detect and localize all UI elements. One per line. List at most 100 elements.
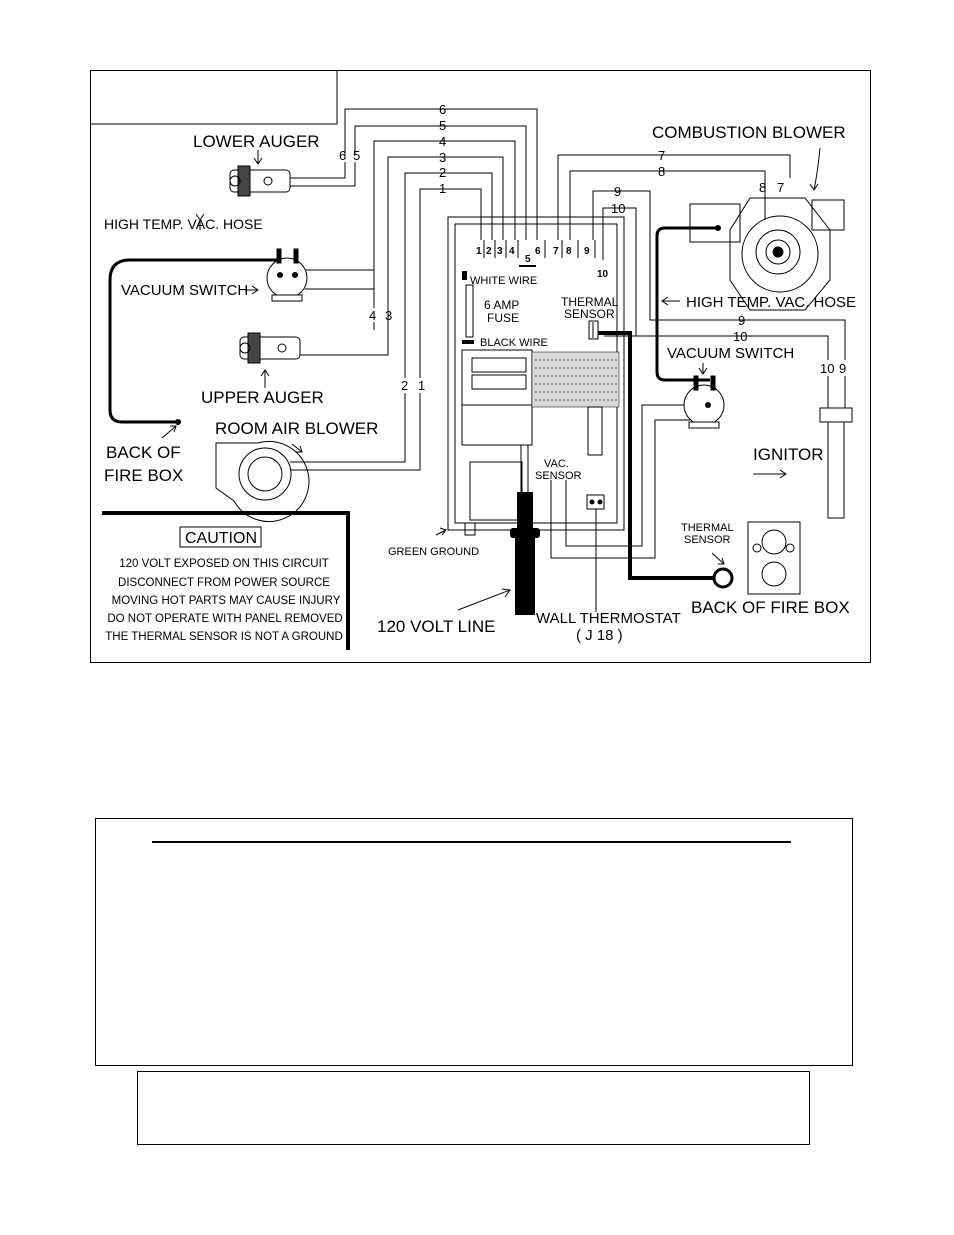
label-upper-auger: UPPER AUGER: [201, 388, 324, 407]
svg-text:9: 9: [584, 246, 590, 257]
label-high-temp-vac-hose-left: HIGH TEMP. VAC. HOSE: [104, 216, 263, 232]
svg-text:7: 7: [553, 246, 559, 257]
ignitor-wire-10: 10: [820, 361, 834, 376]
caution-box: CAUTION 120 VOLT EXPOSED ON THIS CIRCUIT…: [102, 511, 350, 650]
left-vac-hose: [108, 258, 295, 424]
label-combustion-blower: COMBUSTION BLOWER: [652, 123, 846, 142]
right-vac-hose: [655, 226, 718, 382]
caution-line-1: 120 VOLT EXPOSED ON THIS CIRCUIT: [119, 558, 329, 570]
label-thermal-sensor-panel-2: SENSOR: [564, 307, 615, 321]
svg-text:8: 8: [566, 246, 572, 257]
svg-text:1: 1: [476, 246, 482, 257]
label-j18: ( J 18 ): [576, 627, 623, 644]
label-lower-auger: LOWER AUGER: [193, 132, 320, 151]
svg-text:2: 2: [486, 246, 492, 257]
label-vacuum-switch-left: VACUUM SWITCH: [121, 282, 248, 299]
wire-label-5: 5: [439, 118, 446, 133]
control-panel: 1 2 3 4 5 6 7 8 9 10: [447, 216, 625, 615]
wire-10: [602, 207, 829, 360]
upper-auger-motor: [239, 332, 301, 364]
terminal-numbers: 1 2 3 4 5 6 7 8 9 10: [476, 246, 609, 280]
combustion-blower: [689, 197, 845, 311]
label-back-of-fire-box-right: BACK OF FIRE BOX: [691, 598, 850, 617]
blower-wire-7: 7: [777, 180, 784, 195]
caution-line-3: MOVING HOT PARTS MAY CAUSE INJURY: [112, 595, 341, 607]
wire-4: [305, 140, 516, 271]
right-vacuum-switch: [683, 375, 725, 429]
label-high-temp-vac-hose-right: HIGH TEMP. VAC. HOSE: [686, 294, 856, 311]
caution-title: CAUTION: [185, 530, 257, 547]
label-fuse-1: 6 AMP: [484, 298, 519, 312]
wire-8: [569, 170, 766, 240]
wire-3: [300, 156, 504, 356]
label-thermal-sensor-right-2: SENSOR: [684, 534, 731, 546]
svg-text:4: 4: [509, 246, 515, 257]
component-labels: LOWER AUGER COMBUSTION BLOWER HIGH TEMP.…: [104, 123, 856, 644]
bottom-note-box: [137, 1071, 810, 1145]
pointer-arrows: [161, 147, 821, 611]
svg-text:6: 6: [535, 246, 541, 257]
vac-switch-wire-4: 4: [369, 308, 376, 323]
wire-label-7: 7: [658, 148, 665, 163]
wire-label-2: 2: [439, 165, 446, 180]
vac-switch-wire-3: 3: [385, 308, 392, 323]
label-thermal-sensor-panel-1: THERMAL: [561, 295, 619, 309]
label-room-air-blower: ROOM AIR BLOWER: [215, 419, 378, 438]
caution-line-4: DO NOT OPERATE WITH PANEL REMOVED: [107, 613, 342, 625]
label-fuse-2: FUSE: [487, 311, 519, 325]
notes-heading-rule: [152, 841, 791, 843]
label-green-ground: GREEN GROUND: [388, 546, 479, 558]
wire-5: [354, 125, 527, 240]
title-box: [91, 71, 338, 125]
blower-wire-8: 8: [759, 180, 766, 195]
wire-harness: [290, 108, 846, 471]
wire-2: [404, 172, 493, 378]
wire-label-3: 3: [439, 150, 446, 165]
caution-line-2: DISCONNECT FROM POWER SOURCE: [118, 577, 330, 589]
back-of-fire-box-plate: [747, 521, 801, 595]
label-white-wire: WHITE WIRE: [470, 275, 537, 287]
wire-1: [419, 188, 482, 378]
wire-9: [592, 190, 846, 360]
lower-auger-wire-6: 6: [339, 148, 346, 163]
wire-number-labels: 6 5 4 3 2 1 6 5 4 3 2 1 7 8 9 10 8 7 9 1…: [339, 102, 846, 393]
blower-wire-1: 1: [418, 378, 425, 393]
label-black-wire: BLACK WIRE: [480, 337, 548, 349]
ignitor-wire-9-top: 9: [738, 313, 745, 328]
label-vacuum-switch-right: VACUUM SWITCH: [667, 345, 794, 362]
wire-label-6: 6: [439, 102, 446, 117]
lower-auger-wire-5: 5: [353, 148, 360, 163]
label-120-volt-line: 120 VOLT LINE: [377, 617, 495, 636]
label-vac-sensor-2: SENSOR: [535, 470, 582, 482]
ignitor-element: [819, 407, 853, 519]
wire-6: [344, 108, 538, 240]
svg-text:5: 5: [525, 254, 531, 265]
left-vacuum-switch: [266, 248, 308, 302]
label-ignitor: IGNITOR: [753, 445, 824, 464]
ignitor-wire-10-top: 10: [733, 329, 747, 344]
label-wall-thermostat: WALL THERMOSTAT: [536, 610, 681, 627]
wire-6-to-lower-auger: [290, 162, 346, 179]
room-air-blower: [215, 440, 310, 522]
wire-label-8: 8: [658, 164, 665, 179]
lower-auger-motor: [229, 165, 291, 197]
thermal-sensor-cable: [598, 331, 713, 580]
label-back-of-fire-box-left-2: FIRE BOX: [104, 466, 183, 485]
wire-label-10: 10: [611, 201, 625, 216]
ignitor-wire-9: 9: [839, 361, 846, 376]
label-vac-sensor-1: VAC.: [544, 458, 569, 470]
wire-label-1: 1: [439, 181, 446, 196]
label-back-of-fire-box-left-1: BACK OF: [106, 443, 181, 462]
notes-box: [95, 818, 853, 1066]
label-thermal-sensor-right-1: THERMAL: [681, 522, 734, 534]
wire-5-to-lower-auger: [290, 162, 356, 187]
wire-7: [557, 154, 791, 240]
wire-label-4: 4: [439, 134, 446, 149]
thermal-sensor-ring: [712, 567, 734, 589]
svg-text:3: 3: [497, 246, 503, 257]
wire-label-9: 9: [614, 184, 621, 199]
svg-text:10: 10: [597, 269, 609, 280]
wiring-diagram-frame: [90, 70, 871, 663]
caution-line-5: THE THERMAL SENSOR IS NOT A GROUND: [105, 631, 343, 643]
